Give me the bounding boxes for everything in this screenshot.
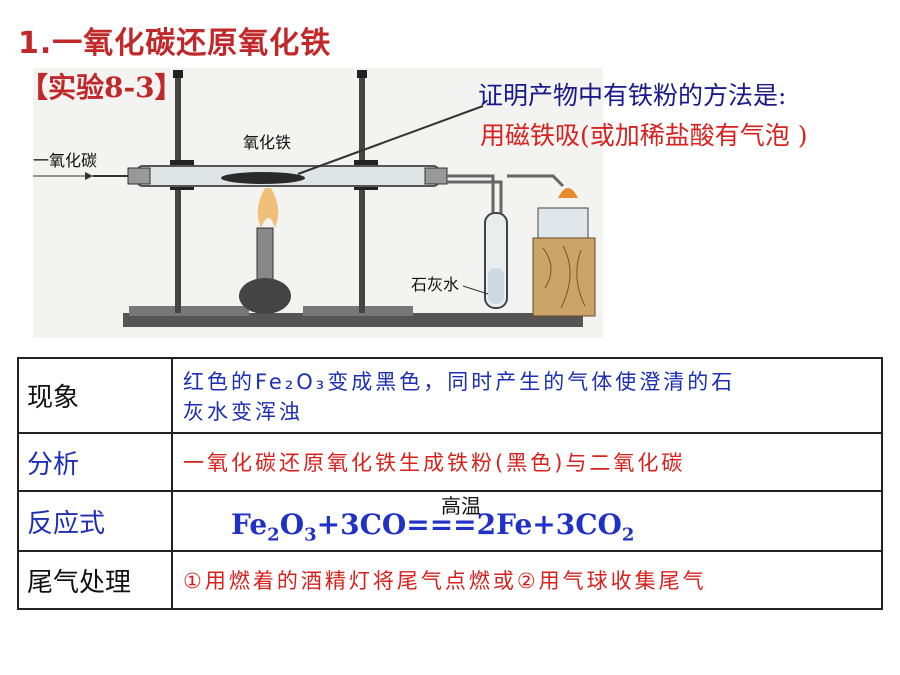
fe2o3-label: 氧化铁 [243,133,291,152]
experiment-label: 【实验8-3】 [20,71,183,104]
chemical-equation: Fe2O3+3CO===2Fe+3CO2 [231,508,635,546]
analysis-text: 一氧化碳还原氧化铁生成铁粉(黑色)与二氧化碳 [171,432,883,492]
table-row: 尾气处理 ①用燃着的酒精灯将尾气点燃或②用气球收集尾气 [17,550,883,610]
tail-gas-text: ①用燃着的酒精灯将尾气点燃或②用气球收集尾气 [171,550,883,610]
phenomenon-line-2: 灰水变浑浊 [183,399,303,424]
row-label-equation: 反应式 [17,490,173,552]
page-title: 1.一氧化碳还原氧化铁 [18,26,332,61]
experiment-table: 现象 红色的Fe₂O₃变成黑色，同时产生的气体使澄清的石 灰水变浑浊 分析 一氧… [17,357,883,610]
proof-answer: 用磁铁吸(或加稀盐酸有气泡 ) [480,121,808,150]
apparatus-diagram: 一氧化碳 氧化铁 石灰水 [33,68,603,338]
row-label-analysis: 分析 [17,432,173,492]
table-row: 反应式 高温 Fe2O3+3CO===2Fe+3CO2 [17,490,883,552]
proof-question: 证明产物中有铁粉的方法是: [478,81,787,110]
phenomenon-text: 红色的Fe₂O₃变成黑色，同时产生的气体使澄清的石 灰水变浑浊 [171,357,883,434]
table-row: 分析 一氧化碳还原氧化铁生成铁粉(黑色)与二氧化碳 [17,432,883,492]
limewater-label: 石灰水 [411,275,459,294]
phenomenon-line-1: 红色的Fe₂O₃变成黑色，同时产生的气体使澄清的石 [183,369,736,394]
reaction-condition: 高温 [441,494,481,518]
equation-cell: 高温 Fe2O3+3CO===2Fe+3CO2 [171,490,883,552]
table-row: 现象 红色的Fe₂O₃变成黑色，同时产生的气体使澄清的石 灰水变浑浊 [17,357,883,434]
row-label-phenomenon: 现象 [17,357,173,434]
row-label-tail-gas: 尾气处理 [17,550,173,610]
co-label: 一氧化碳 [33,151,97,170]
